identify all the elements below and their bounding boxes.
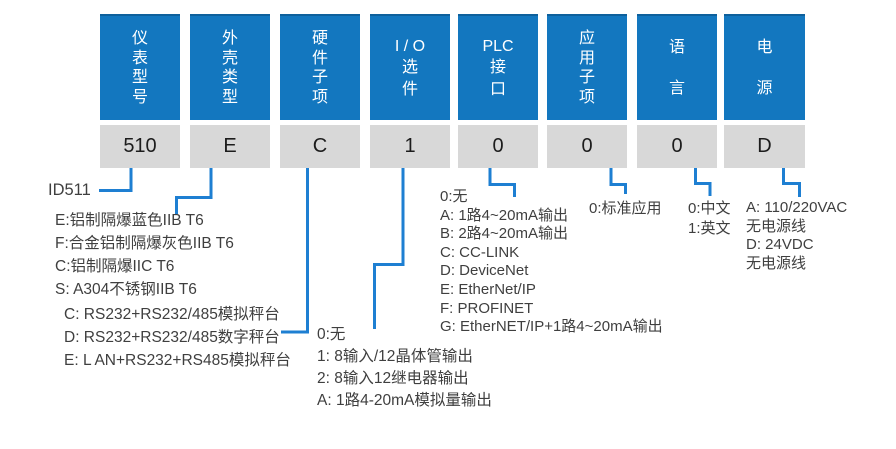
column-header-hardware-sub: 硬 件 子 项	[280, 14, 360, 120]
option-item: 0:标准应用	[589, 200, 662, 217]
code-value-plc-interface: 0	[458, 125, 538, 168]
header-line: 外	[221, 30, 238, 47]
connector-application-sub	[609, 168, 627, 194]
code-value-power: D	[724, 125, 805, 168]
header-line: 硬	[311, 30, 328, 47]
header-line: 类	[221, 69, 238, 86]
option-item: 无电源线	[746, 217, 807, 235]
option-item: D: RS232+RS232/485数字秤台	[64, 329, 280, 346]
connector-hardware-sub	[281, 168, 309, 334]
option-item: D: 24VDC	[746, 236, 814, 254]
column-header-io-option: I / O 选 件	[370, 14, 450, 120]
header-line: 用	[578, 49, 595, 67]
header-line: 型	[131, 69, 148, 86]
header-line: 件	[401, 80, 418, 98]
header-line: PLC	[482, 37, 514, 55]
column-io-option: I / O 选 件 1	[370, 0, 450, 180]
header-line: 接	[489, 59, 506, 77]
option-item: S: A304不锈钢IIB T6	[55, 281, 197, 298]
hardware-options: C: RS232+RS232/485模拟秤台 D: RS232+RS232/48…	[64, 303, 291, 372]
enclosure-options: E:铝制隔爆蓝色IIB T6 F:合金铝制隔爆灰色IIB T6 C:铝制隔爆II…	[55, 209, 234, 301]
column-header-plc-interface: PLC 接 口	[458, 14, 538, 120]
header-line: 表	[131, 49, 148, 67]
option-item: 1: 8输入/12晶体管输出	[317, 348, 473, 365]
option-item: C:铝制隔爆IIC T6	[55, 258, 175, 275]
option-item: F:合金铝制隔爆灰色IIB T6	[55, 235, 234, 252]
io-options: 0:无 1: 8输入/12晶体管输出 2: 8输入12继电器输出 A: 1路4-…	[317, 324, 492, 412]
connector-power	[782, 168, 801, 197]
header-line: 语	[668, 38, 685, 56]
column-header-language: 语 言	[637, 14, 717, 120]
code-value-io-option: 1	[370, 125, 450, 168]
plc-options: 0:无 A: 1路4~20mA输出 B: 2路4~20mA输出 C: CC-LI…	[440, 188, 663, 337]
column-header-power: 电 源	[724, 14, 805, 120]
connector-language	[694, 168, 712, 196]
code-value-enclosure-type: E	[190, 125, 270, 168]
option-item: 0:无	[440, 188, 468, 205]
header-line: 子	[311, 69, 328, 86]
header-line: 言	[668, 80, 685, 97]
header-line: 子	[578, 69, 595, 86]
column-language: 语 言 0	[637, 0, 717, 180]
code-value-hardware-sub: C	[280, 125, 360, 168]
application-options: 0:标准应用	[589, 199, 662, 219]
column-header-instrument-model: 仪 表 型 号	[100, 14, 180, 120]
column-enclosure-type: 外 壳 类 型 E	[190, 0, 270, 180]
model-prefix: ID511	[48, 181, 91, 199]
header-line: 项	[311, 88, 328, 106]
column-header-application-sub: 应 用 子 项	[547, 14, 627, 120]
option-item: A: 110/220VAC	[746, 199, 848, 216]
header-line: 号	[131, 88, 148, 106]
option-item: B: 2路4~20mA输出	[440, 225, 568, 243]
code-value-application-sub: 0	[547, 125, 627, 168]
header-line: 件	[311, 49, 328, 67]
column-instrument-model: 仪 表 型 号 510	[100, 0, 180, 180]
header-line: 应	[578, 30, 595, 47]
header-line: 选	[401, 59, 418, 77]
option-item: 2: 8输入12继电器输出	[317, 370, 469, 387]
option-item: E: EtherNet/IP	[440, 280, 536, 298]
header-line: 项	[578, 88, 595, 106]
connector-io-option	[373, 168, 405, 329]
option-item: F: PROFINET	[440, 299, 534, 317]
language-options: 0:中文 1:英文	[688, 199, 731, 238]
option-item: 无电源线	[746, 254, 807, 272]
code-value-instrument-model: 510	[100, 125, 180, 168]
column-power: 电 源 D	[724, 0, 805, 180]
option-item: C: RS232+RS232/485模拟秤台	[64, 306, 280, 323]
header-line: 口	[489, 80, 506, 98]
option-item: 0:无	[317, 326, 346, 343]
option-item: A: 1路4~20mA输出	[440, 206, 568, 224]
option-item: G: EtherNET/IP+1路4~20mA输出	[440, 318, 663, 336]
connector-enclosure-type	[175, 168, 213, 214]
column-plc-interface: PLC 接 口 0	[458, 0, 538, 180]
column-hardware-sub: 硬 件 子 项 C	[280, 0, 360, 180]
power-options: A: 110/220VAC 无电源线 D: 24VDC 无电源线	[746, 199, 847, 273]
header-line: 仪	[131, 30, 148, 47]
header-line: I / O	[394, 37, 426, 55]
option-item: C: CC-LINK	[440, 243, 520, 261]
header-line: 源	[756, 80, 773, 97]
header-line: 型	[221, 88, 238, 106]
column-header-enclosure-type: 外 壳 类 型	[190, 14, 270, 120]
header-line: 电	[756, 38, 773, 56]
option-item: 0:中文	[688, 200, 731, 217]
connector-instrument-model	[99, 168, 133, 192]
header-line: 壳	[221, 49, 238, 67]
option-item: E:铝制隔爆蓝色IIB T6	[55, 212, 204, 229]
option-item: D: DeviceNet	[440, 262, 529, 280]
connector-plc-interface	[488, 168, 516, 197]
column-application-sub: 应 用 子 项 0	[547, 0, 627, 180]
option-item: A: 1路4-20mA模拟量输出	[317, 392, 492, 409]
option-item: 1:英文	[688, 219, 731, 237]
option-item: E: L AN+RS232+RS485模拟秤台	[64, 352, 291, 369]
code-value-language: 0	[637, 125, 717, 168]
